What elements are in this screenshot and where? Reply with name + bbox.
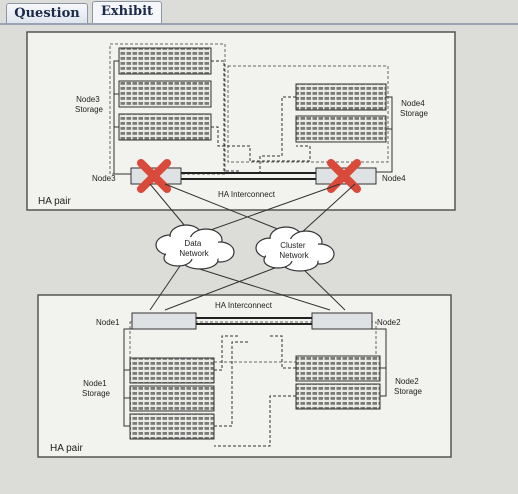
node1-label: Node1	[96, 318, 120, 327]
node1-storage-shelves	[129, 357, 215, 440]
cluster-network-label: Cluster Network	[279, 241, 309, 260]
bottom-ha-interconnect-label: HA Interconnect	[215, 301, 273, 310]
data-network-line1: Data	[184, 239, 201, 248]
cluster-network-line1: Cluster	[280, 241, 306, 250]
node4-storage-line2: Storage	[400, 109, 429, 118]
tab-exhibit[interactable]: Exhibit	[92, 1, 162, 24]
exhibit-diagram: HA Interconnect Node3 Node4 Node3 Storag…	[0, 26, 518, 489]
node2-controller	[311, 312, 373, 330]
node1-storage-line2: Storage	[82, 389, 111, 398]
node4-storage-line1: Node4	[401, 99, 425, 108]
data-network-label: Data Network	[179, 239, 209, 258]
top-ha-interconnect-label: HA Interconnect	[218, 190, 276, 199]
bottom-ha-interconnect-line	[196, 317, 312, 325]
bottom-storage-cabling	[123, 328, 387, 447]
node3-storage-line2: Storage	[75, 105, 104, 114]
node3-storage-label: Node3 Storage	[75, 95, 104, 114]
top-ha-interconnect-line	[181, 172, 316, 180]
tab-underline	[0, 23, 518, 25]
node4-storage-label: Node4 Storage	[400, 99, 429, 118]
data-network-line2: Network	[179, 249, 209, 258]
node2-storage-shelves	[295, 355, 381, 410]
top-ha-pair-label: HA pair	[38, 196, 71, 207]
tab-question[interactable]: Question	[6, 3, 88, 24]
node2-storage-line1: Node2	[395, 377, 419, 386]
node1-storage-label: Node1 Storage	[82, 379, 111, 398]
bottom-dashed-enclosure	[129, 321, 377, 363]
top-dashed-enclosure-right	[227, 65, 389, 163]
data-network-cloud-fill	[166, 237, 218, 259]
node3-label: Node3	[92, 174, 116, 183]
node3-storage-line1: Node3	[76, 95, 100, 104]
node2-storage-label: Node2 Storage	[394, 377, 423, 396]
node2-label: Node2	[377, 318, 401, 327]
network-links	[149, 183, 356, 311]
cluster-network-line2: Network	[279, 251, 309, 260]
bottom-ha-pair-panel	[37, 294, 452, 458]
node1-storage-line1: Node1	[83, 379, 107, 388]
node4-failure-x-icon	[327, 159, 361, 193]
top-ha-pair-panel	[26, 31, 456, 211]
node2-storage-line2: Storage	[394, 387, 423, 396]
node1-controller	[131, 312, 197, 330]
bottom-ha-pair-label: HA pair	[50, 443, 83, 454]
node3-failure-x-icon	[137, 159, 171, 193]
node4-storage-shelves	[295, 83, 387, 143]
tab-bar: Question Exhibit	[0, 0, 518, 26]
cluster-network-cloud-fill	[266, 239, 318, 261]
node4-label: Node4	[382, 174, 406, 183]
node3-storage-shelves	[118, 47, 212, 141]
